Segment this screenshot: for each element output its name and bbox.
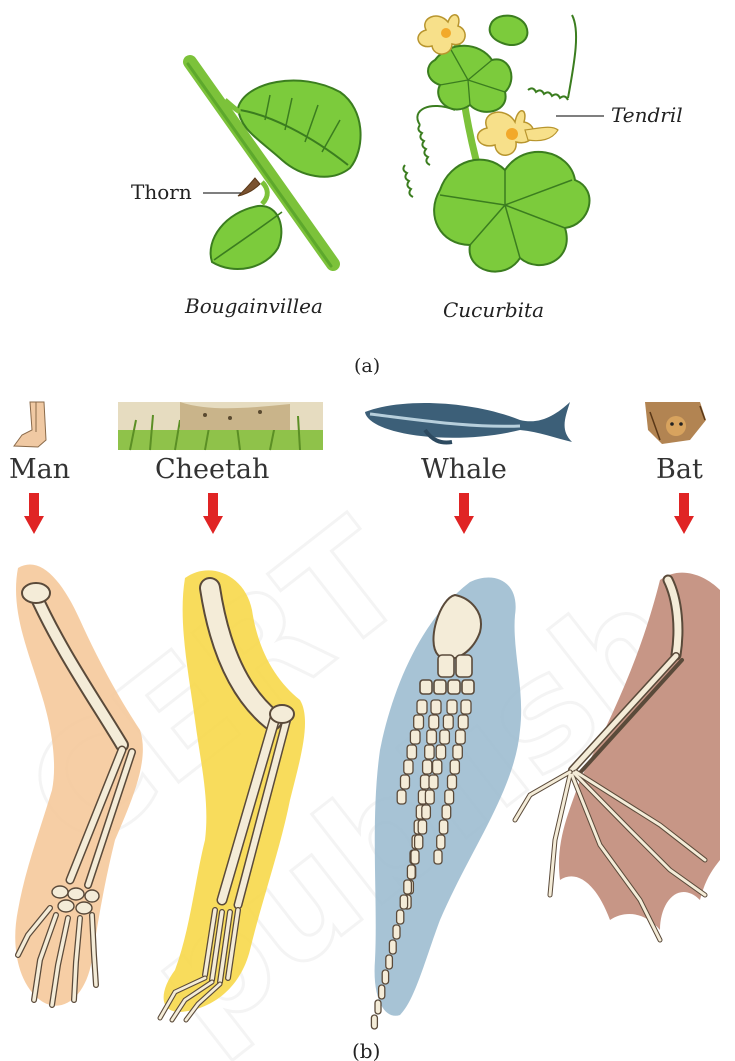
whale-phalanx <box>401 775 410 789</box>
whale-phalanx <box>375 1000 381 1014</box>
whale-phalanx <box>448 775 457 789</box>
whale-phalanx <box>422 805 431 819</box>
down-arrow-icon-cheetah <box>203 493 223 534</box>
cucurbita-name: Cucurbita <box>443 298 544 322</box>
whale-phalanx <box>445 790 454 804</box>
whale-phalanx <box>461 700 471 714</box>
whale-phalanx <box>404 760 413 774</box>
caption-b: (b) <box>352 1039 380 1061</box>
whale-phalanx <box>425 790 434 804</box>
whale-phalanx <box>393 925 400 939</box>
whale-phalanx <box>418 820 426 834</box>
whale-phalanx <box>434 850 442 864</box>
whale-phalanx <box>407 865 415 879</box>
whale-phalanx <box>437 835 445 849</box>
man-thumbnail <box>14 402 46 447</box>
whale-phalanx <box>456 730 466 744</box>
whale-phalanx <box>389 940 396 954</box>
whale-phalanx <box>400 895 407 909</box>
animal-name-bat: Bat <box>656 454 703 485</box>
whale-phalanx <box>371 1015 377 1029</box>
down-arrow-icon-man <box>24 493 44 534</box>
animal-name-whale: Whale <box>421 454 507 485</box>
whale-phalanx <box>414 715 424 729</box>
cheetah-thumbnail <box>118 402 323 450</box>
down-arrow-icon-bat <box>674 493 694 534</box>
down-arrow-icon-whale <box>454 493 474 534</box>
animal-name-cheetah: Cheetah <box>155 454 269 485</box>
whale-phalanx <box>453 745 462 759</box>
whale-phalanx <box>425 745 434 759</box>
whale-phalanx <box>442 805 451 819</box>
whale-phalanx <box>436 745 445 759</box>
whale-phalanx <box>397 790 406 804</box>
whale-phalanx <box>423 760 432 774</box>
cucurbita-flower-bottom <box>478 111 558 155</box>
cucurbita-illustration <box>403 15 589 272</box>
cucurbita-leaf-large <box>434 152 589 272</box>
tendril-coil-right <box>528 88 568 100</box>
animal-name-man: Man <box>9 454 70 485</box>
whale-phalanx <box>421 775 430 789</box>
whale-phalanx <box>404 880 412 894</box>
whale-phalanx <box>411 850 419 864</box>
whale-phalanx <box>447 700 457 714</box>
whale-phalanx <box>429 775 438 789</box>
whale-thumbnail <box>365 402 572 443</box>
bougainvillea-name: Bougainvillea <box>184 294 323 318</box>
whale-phalanx <box>410 730 420 744</box>
thorn-shape <box>238 178 260 196</box>
whale-phalanx <box>458 715 468 729</box>
tendril-coil-left <box>418 125 430 165</box>
caption-a: (a) <box>354 355 380 377</box>
whale-phalanx <box>429 715 439 729</box>
whale-phalanx <box>433 760 442 774</box>
thorn-label: Thorn <box>131 180 192 204</box>
whale-phalanx <box>440 730 450 744</box>
whale-phalanx <box>379 985 385 999</box>
whale-phalanx <box>386 955 393 969</box>
whale-phalanx <box>415 835 423 849</box>
whale-phalanx <box>427 730 437 744</box>
tendril-label: Tendril <box>611 103 683 127</box>
whale-phalanx <box>431 700 441 714</box>
whale-phalanx <box>407 745 416 759</box>
bougainvillea-illustration <box>188 62 361 269</box>
whale-phalanx <box>382 970 388 984</box>
whale-phalanx <box>443 715 453 729</box>
whale-phalanx <box>450 760 459 774</box>
bat-thumbnail <box>645 402 706 444</box>
whale-phalanx <box>397 910 404 924</box>
whale-phalanx <box>439 820 447 834</box>
whale-phalanx <box>417 700 427 714</box>
